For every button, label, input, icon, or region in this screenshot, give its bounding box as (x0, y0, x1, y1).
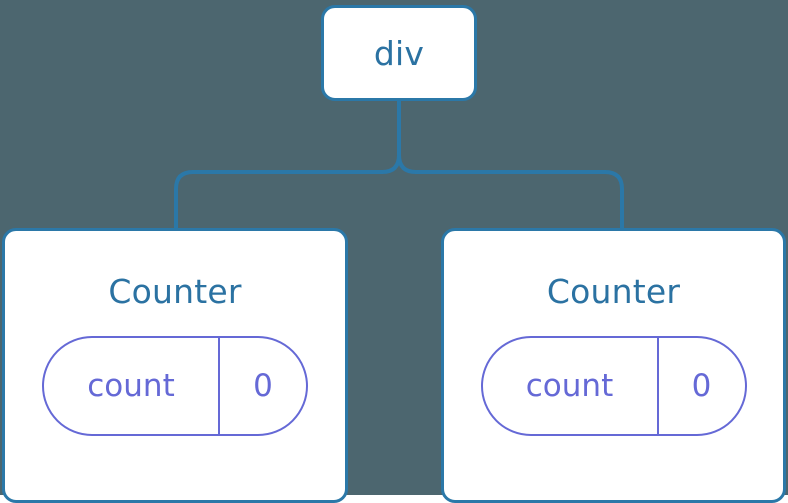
node-counter-2[interactable]: Counter count 0 (441, 228, 786, 503)
state-key-count-2: count (483, 338, 659, 434)
node-counter-1[interactable]: Counter count 0 (2, 228, 348, 503)
connector-left (174, 101, 401, 232)
state-value-count-2: 0 (691, 367, 712, 404)
node-div-label: div (373, 33, 425, 73)
state-key-count-1: count (44, 338, 220, 434)
node-counter-1-label: Counter (108, 272, 242, 311)
state-pill-counter-2[interactable]: count 0 (480, 336, 747, 436)
connector-right (397, 101, 624, 232)
node-counter-2-label: Counter (546, 272, 681, 311)
state-value-count-1: 0 (253, 367, 273, 404)
state-pill-counter-1[interactable]: count 0 (42, 336, 308, 436)
node-div[interactable]: div (321, 5, 477, 101)
